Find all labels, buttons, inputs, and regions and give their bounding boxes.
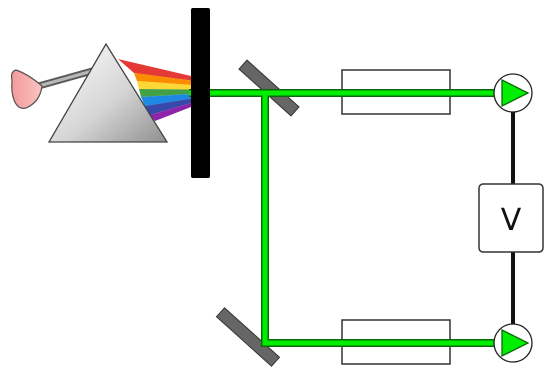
voltmeter: V (478, 183, 544, 253)
slit (191, 8, 210, 178)
beam-outline (189, 89, 505, 347)
photodetector-icon (493, 323, 533, 363)
spectrum-fan (118, 59, 191, 121)
lower-mirror (215, 307, 281, 367)
voltmeter-box (478, 183, 544, 253)
light-bulb-icon (10, 69, 43, 109)
green-beam (189, 90, 505, 346)
photodetector-icon (493, 73, 533, 113)
voltmeter-label: V (501, 203, 522, 238)
prism (47, 42, 169, 143)
